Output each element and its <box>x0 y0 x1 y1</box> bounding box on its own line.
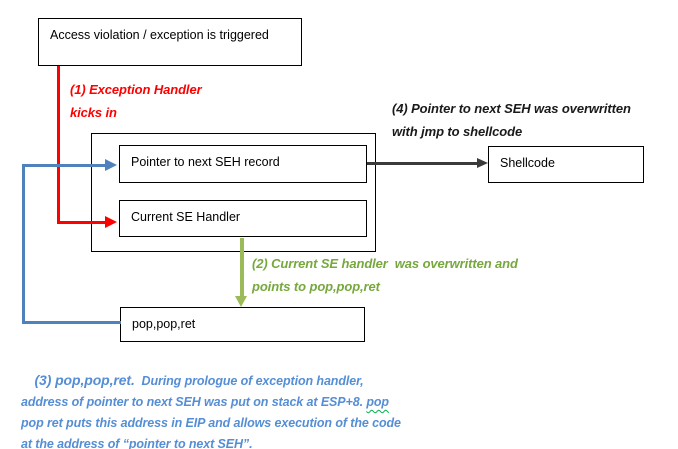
annotation-step2: (2) Current SE handler was overwritten a… <box>252 256 518 294</box>
annotation-step3-body-before: During prologue of exception handler, ad… <box>21 374 364 409</box>
access-violation-box: Access violation / exception is triggere… <box>38 18 302 66</box>
annotation-step3-body-after: pop ret puts this address in EIP and all… <box>21 416 401 449</box>
pop-pop-ret-box: pop,pop,ret <box>120 307 365 342</box>
annotation-step3-lead: (3) pop,pop,ret. <box>34 372 135 388</box>
seh-record-frame <box>91 133 376 252</box>
red-arrow-horizontal-segment <box>56 220 107 224</box>
green-arrowhead-icon <box>235 296 247 307</box>
annotation-step4: (4) Pointer to next SEH was overwritten … <box>392 101 631 139</box>
annotation-step1: (1) Exception Handler kicks in <box>70 82 202 120</box>
black-arrow-horizontal-segment <box>367 162 478 165</box>
blue-arrowhead-icon <box>105 159 117 171</box>
shellcode-box: Shellcode <box>488 146 644 183</box>
blue-arrow-top-segment <box>21 163 107 167</box>
pointer-next-seh-box: Pointer to next SEH record <box>119 145 367 183</box>
black-arrowhead-icon <box>477 157 488 168</box>
current-se-handler-box: Current SE Handler <box>119 200 367 237</box>
blue-arrow-bottom-segment <box>21 320 121 324</box>
blue-arrow-vertical-segment <box>21 163 25 324</box>
red-arrow-vertical-segment <box>56 66 60 223</box>
annotation-step3: (3) pop,pop,ret. During prologue of exce… <box>21 349 401 449</box>
green-arrow-vertical-segment <box>240 238 244 297</box>
annotation-step3-misspelled-word: pop <box>366 395 389 409</box>
red-arrowhead-icon <box>105 216 117 228</box>
